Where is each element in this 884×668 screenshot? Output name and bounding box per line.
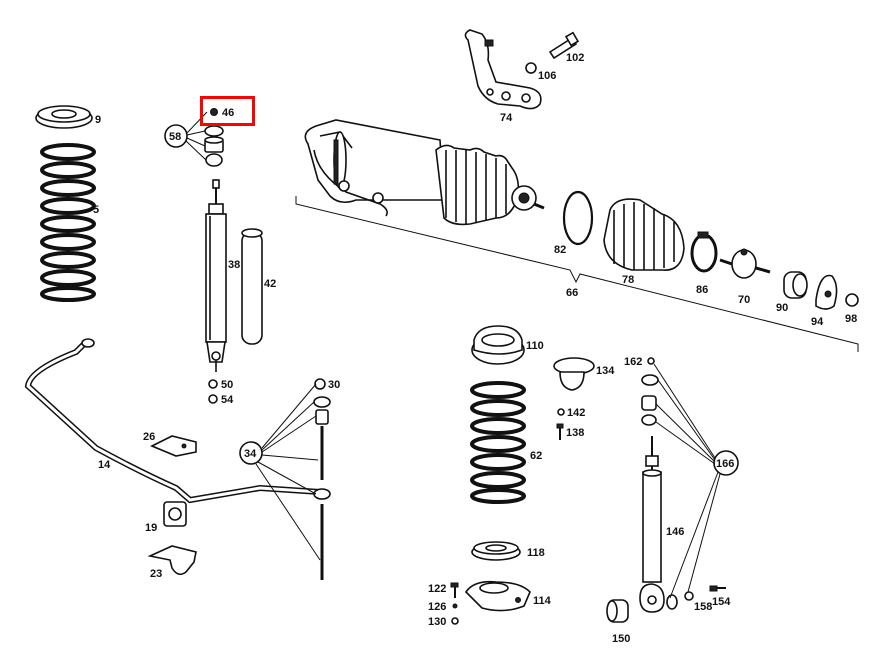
label-86: 86: [696, 284, 708, 296]
label-50: 50: [221, 379, 233, 391]
label-130: 130: [428, 616, 446, 628]
highlight-box: [200, 96, 255, 126]
label-38: 38: [228, 259, 240, 271]
label-26: 26: [143, 431, 155, 443]
label-14: 14: [98, 459, 111, 471]
sway-bar-14: [24, 338, 321, 504]
label-30: 30: [328, 379, 340, 391]
label-142: 142: [567, 407, 585, 419]
rear-shock-parts: [641, 374, 659, 426]
mount-114: [464, 580, 531, 612]
label-98: 98: [845, 313, 857, 325]
ball-joint-70: [719, 248, 771, 279]
label-42: 42: [264, 278, 276, 290]
bracket-26: [150, 435, 197, 457]
washer-106: [525, 62, 537, 74]
label-70: 70: [738, 294, 750, 306]
label-106: 106: [538, 70, 556, 82]
spring-seat-118: [471, 541, 521, 561]
nut-50: [208, 379, 218, 389]
label-19: 19: [145, 522, 157, 534]
label-122: 122: [428, 583, 446, 595]
label-166: 166: [716, 458, 734, 470]
clamp-23: [147, 545, 197, 576]
label-66: 66: [566, 287, 578, 299]
washer-54: [208, 394, 218, 404]
label-94: 94: [811, 316, 824, 328]
label-114: 114: [533, 595, 552, 607]
nut-46: [210, 108, 218, 116]
bushing-19: [163, 501, 187, 527]
nut-162: [647, 357, 655, 365]
label-134: 134: [596, 365, 615, 377]
coil-spring-62: [470, 381, 526, 504]
callout-34: [239, 383, 321, 561]
label-162: 162: [624, 356, 642, 368]
label-5: 5: [93, 204, 99, 216]
rubber-mounts: [204, 125, 224, 167]
label-138: 138: [566, 427, 584, 439]
cap-94: [815, 274, 838, 310]
shock-absorber-38: [205, 179, 227, 372]
shock-absorber-146: [639, 436, 665, 613]
bushing-150: [606, 599, 629, 623]
label-78: 78: [622, 274, 634, 286]
callout-58: [164, 111, 208, 161]
label-158: 158: [694, 601, 712, 613]
spring-seat-110: [471, 325, 525, 365]
bracket-line-66: [295, 196, 859, 352]
label-110: 110: [526, 340, 544, 352]
nut-158: [684, 591, 694, 601]
label-90: 90: [776, 302, 788, 314]
label-118: 118: [527, 547, 545, 559]
bolt-154: [709, 585, 726, 592]
label-146: 146: [666, 526, 684, 538]
label-9: 9: [95, 114, 101, 126]
label-154: 154: [712, 596, 731, 608]
label-34: 34: [244, 448, 257, 460]
label-74: 74: [500, 112, 513, 124]
label-82: 82: [554, 244, 566, 256]
label-126: 126: [428, 601, 446, 613]
label-62: 62: [530, 450, 542, 462]
o-ring-82: [562, 190, 594, 246]
sleeve-42: [241, 228, 263, 345]
clamp-86: [690, 231, 718, 273]
washer-rear: [666, 594, 678, 610]
washer-126: [452, 603, 458, 609]
label-58: 58: [169, 131, 181, 143]
label-54: 54: [221, 394, 234, 406]
boot-78: [603, 198, 685, 271]
bolt-122: [450, 582, 459, 598]
label-23: 23: [150, 568, 162, 580]
link-parts: [313, 378, 331, 580]
bushing-90: [783, 271, 808, 299]
mount-bracket: [464, 29, 542, 110]
callout-166: [653, 363, 739, 599]
bump-stop-134: [553, 357, 595, 391]
nut-142: [557, 408, 565, 416]
nut-130: [451, 617, 459, 625]
label-150: 150: [612, 633, 630, 645]
bolt-138: [556, 423, 564, 440]
label-102: 102: [566, 52, 584, 64]
coil-spring-5: [40, 143, 96, 302]
spring-seat-9: [35, 105, 93, 129]
axle-assembly: [304, 119, 545, 226]
bolt-102: [548, 31, 580, 60]
nut-98: [845, 293, 859, 307]
label-46: 46: [222, 107, 234, 119]
